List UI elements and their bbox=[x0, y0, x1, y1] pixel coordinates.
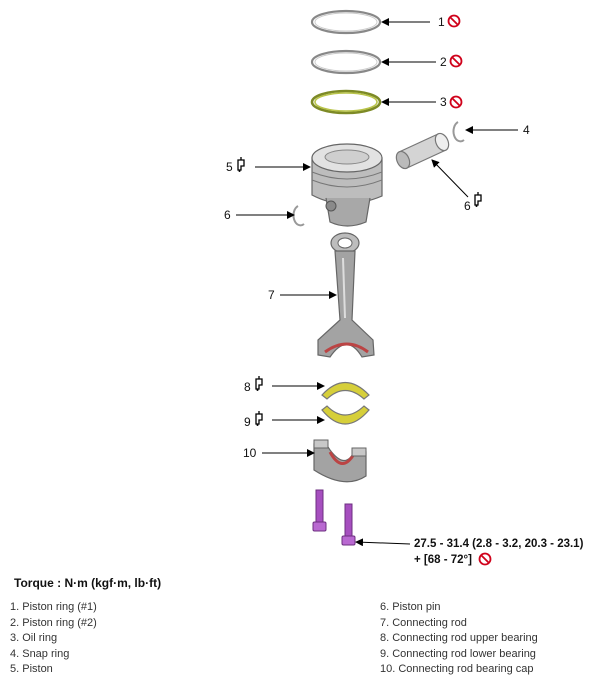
piston bbox=[311, 143, 383, 227]
callout-8: 8 bbox=[244, 380, 251, 394]
callout-10: 10 bbox=[243, 446, 257, 460]
legend-item: 10. Connecting rod bearing cap bbox=[380, 663, 534, 676]
oil-can-icon bbox=[237, 156, 245, 173]
piston-ring-1 bbox=[310, 9, 382, 35]
piston-pin bbox=[395, 132, 450, 170]
connecting-rod-bearing-cap bbox=[313, 439, 367, 483]
oil-ring bbox=[310, 89, 382, 115]
callout-6-pin: 6 bbox=[464, 199, 471, 213]
no-reuse-icon bbox=[449, 95, 463, 109]
callout-5: 5 bbox=[226, 160, 233, 174]
cap-bolt-right bbox=[341, 503, 356, 546]
legend-left: 1. Piston ring (#1) 2. Piston ring (#2) … bbox=[10, 600, 97, 678]
no-reuse-icon bbox=[478, 552, 492, 566]
oil-can-icon bbox=[474, 191, 482, 208]
legend-item: 6. Piston pin bbox=[380, 601, 441, 613]
legend-item: 7. Connecting rod bbox=[380, 616, 467, 629]
oil-can-icon bbox=[255, 410, 263, 427]
legend-item: 4. Snap ring bbox=[10, 647, 70, 660]
legend-item: 3. Oil ring bbox=[10, 632, 58, 645]
piston-ring-2 bbox=[310, 49, 382, 75]
callout-4: 4 bbox=[523, 123, 530, 137]
oil-can-icon bbox=[255, 375, 263, 392]
cap-bolt-left bbox=[312, 489, 327, 532]
legend-item: 2. Piston ring (#2) bbox=[10, 616, 97, 629]
callout-1: 1 bbox=[438, 15, 445, 29]
snap-ring-left bbox=[292, 205, 305, 227]
torque-spec-value: 27.5 - 31.4 (2.8 - 3.2, 20.3 - 23.1) bbox=[414, 538, 584, 550]
legend-item: 9. Connecting rod lower bearing bbox=[380, 647, 536, 660]
torque-unit-title: Torque : N·m (kgf·m, lb·ft) bbox=[14, 576, 162, 590]
connecting-rod-lower-bearing bbox=[321, 405, 370, 425]
connecting-rod bbox=[317, 232, 375, 358]
legend-item: 8. Connecting rod upper bearing bbox=[380, 632, 538, 645]
legend-right: 6. Piston pin 7. Connecting rod 8. Conne… bbox=[380, 600, 538, 678]
no-reuse-icon bbox=[447, 14, 461, 28]
legend-item: 1. Piston ring (#1) bbox=[10, 601, 97, 613]
torque-spec-angle: + [68 - 72°] bbox=[414, 554, 472, 566]
callout-9: 9 bbox=[244, 415, 251, 429]
no-reuse-icon bbox=[449, 54, 463, 68]
legend-item: 5. Piston bbox=[10, 663, 53, 676]
connecting-rod-upper-bearing bbox=[321, 381, 370, 400]
callout-2: 2 bbox=[440, 55, 447, 69]
callout-7: 7 bbox=[268, 288, 275, 302]
snap-ring-top bbox=[452, 121, 465, 143]
callout-3: 3 bbox=[440, 95, 447, 109]
callout-6-snap: 6 bbox=[224, 208, 231, 222]
exploded-view-diagram: 1 2 3 4 5 6 bbox=[224, 9, 584, 566]
